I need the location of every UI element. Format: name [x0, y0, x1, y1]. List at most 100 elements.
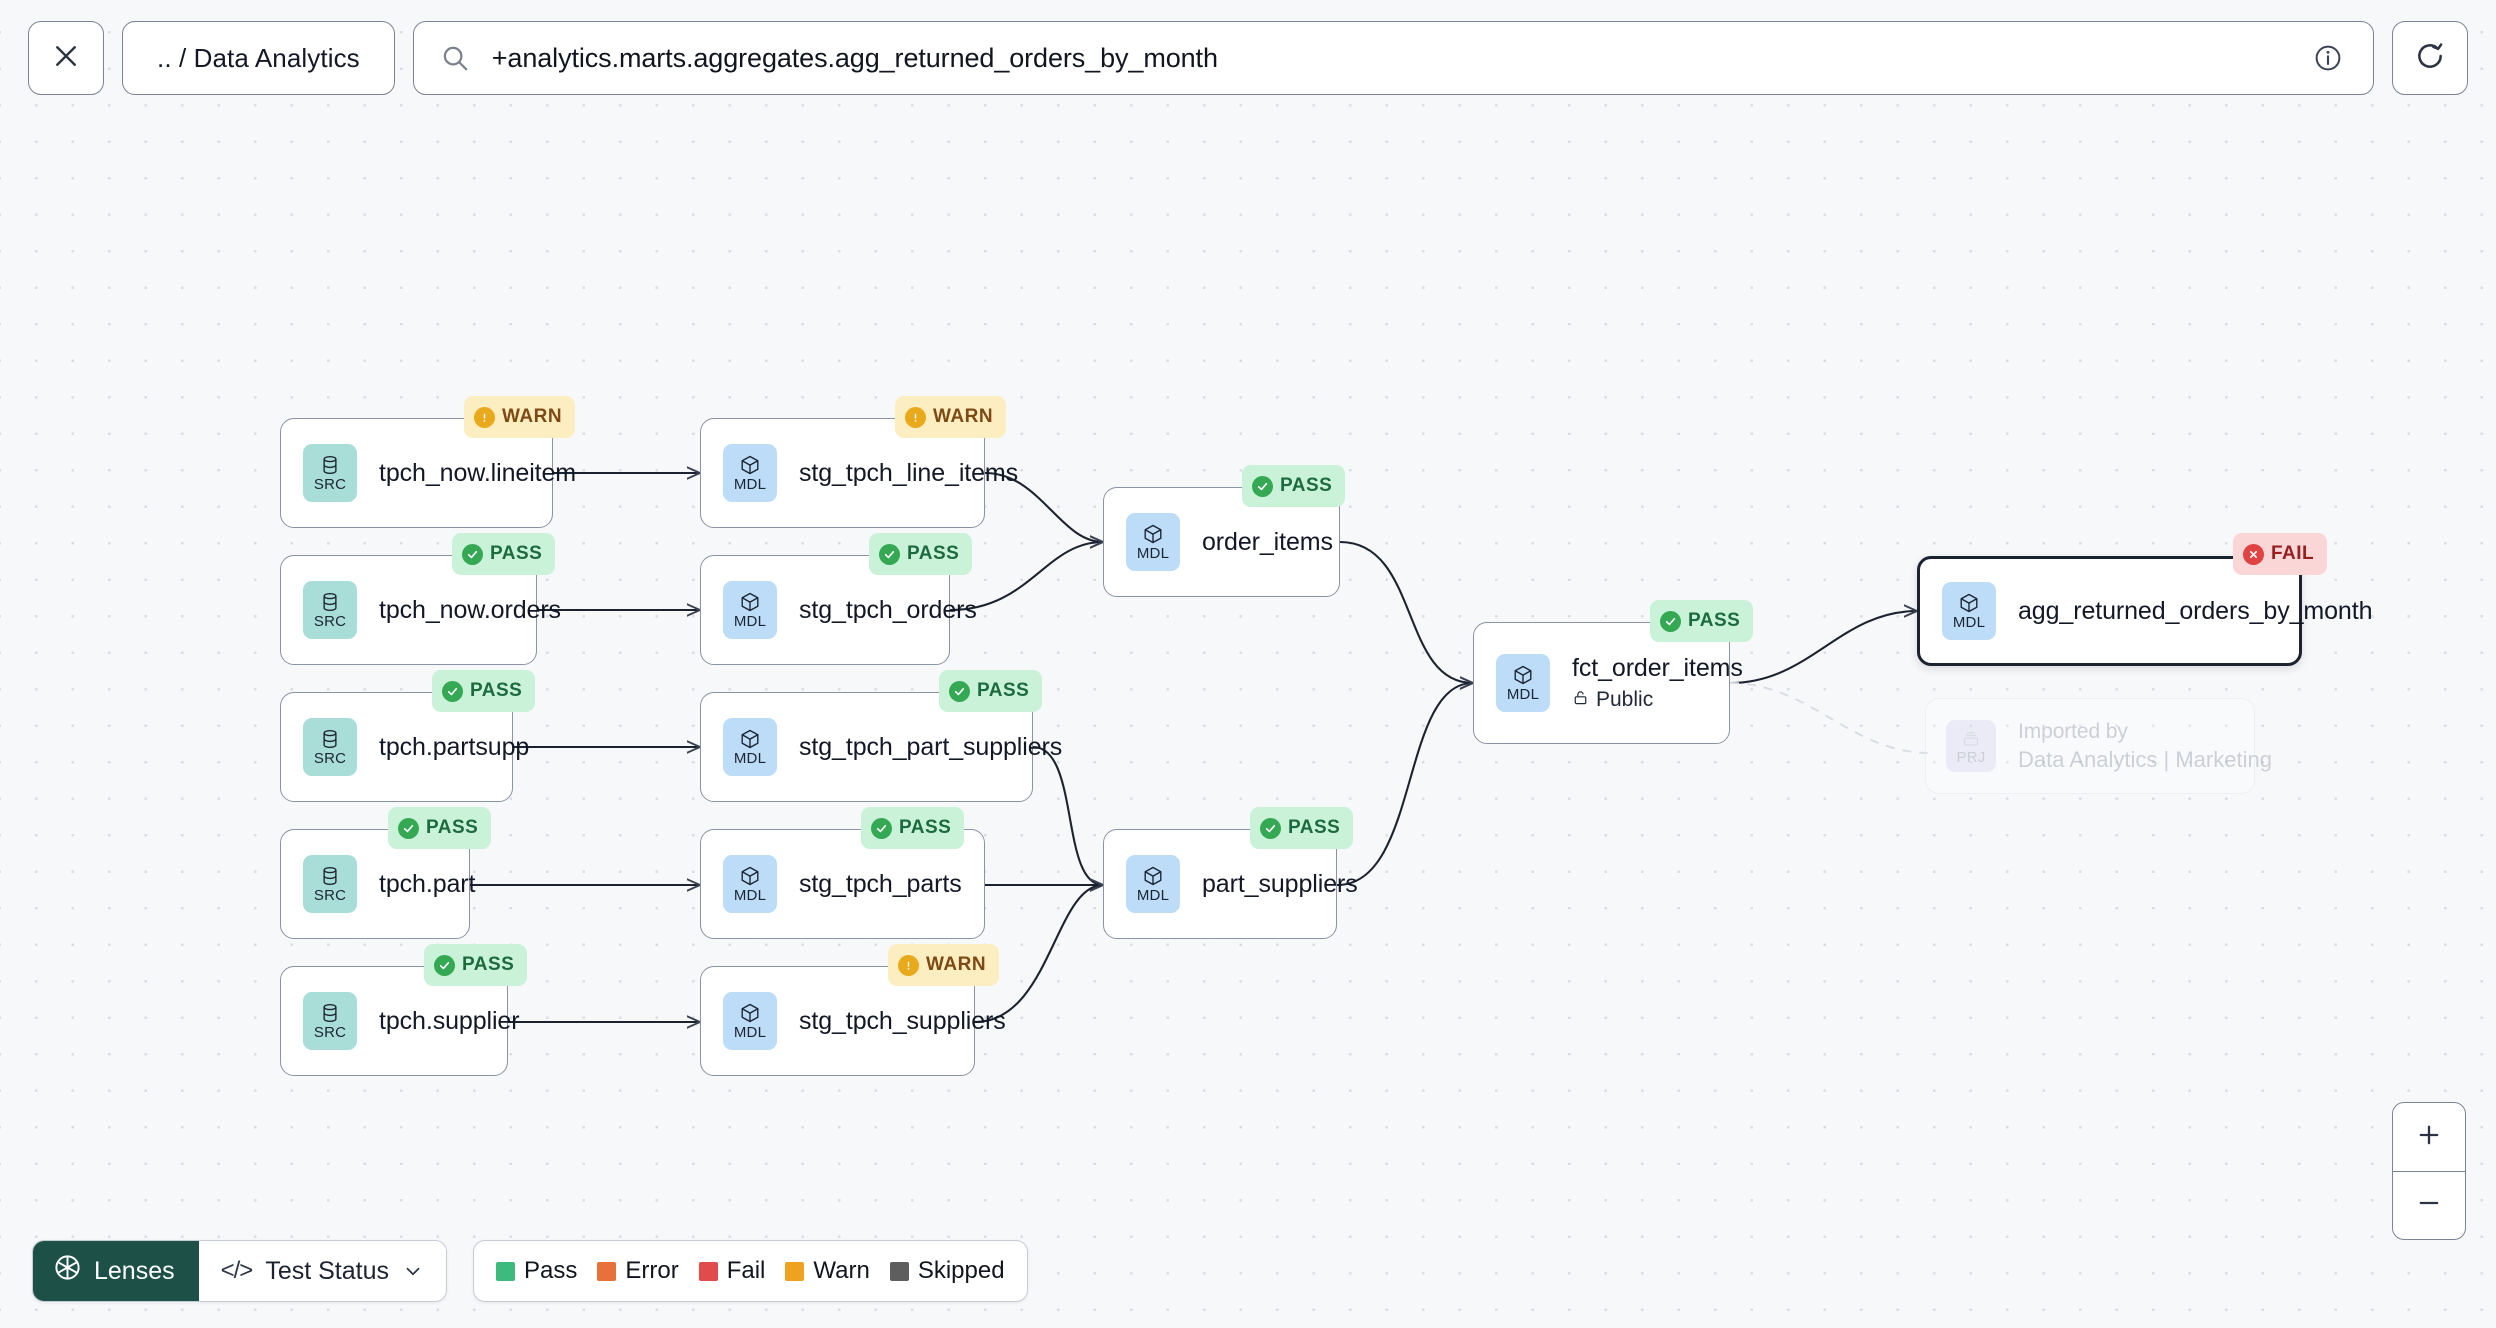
legend-swatch — [785, 1261, 805, 1281]
node-type-chip-src: SRC — [303, 992, 357, 1050]
pass-icon — [879, 543, 900, 565]
node-fct-order-items[interactable]: MDL fct_order_items Public — [1473, 622, 1743, 744]
node-type-chip-mdl: MDL — [1126, 855, 1180, 913]
node-type-label: SRC — [313, 476, 347, 493]
node-title: fct_order_items — [1572, 653, 1743, 682]
test-status-button[interactable]: </> Test Status — [198, 1241, 446, 1301]
search-bar[interactable]: +analytics.marts.aggregates.agg_returned… — [412, 21, 2374, 95]
close-icon — [51, 41, 81, 76]
status-badge-label: PASS — [470, 680, 523, 701]
node-type-chip-mdl: MDL — [1496, 654, 1550, 712]
minus-icon — [2415, 1189, 2443, 1222]
status-badge-pass: PASS — [1250, 807, 1354, 849]
status-badge-label: PASS — [462, 954, 515, 975]
status-badge-fail: FAIL — [2233, 533, 2328, 575]
status-badge-pass: PASS — [861, 807, 965, 849]
search-icon — [440, 43, 470, 73]
node-type-label: MDL — [1506, 686, 1540, 703]
node-subtitle-label: Public — [1596, 688, 1654, 711]
node-tpch-supplier[interactable]: SRC tpch.supplier — [280, 966, 520, 1076]
refresh-button[interactable] — [2392, 21, 2468, 95]
node-title: stg_tpch_orders — [799, 595, 977, 624]
lens-button-group: Lenses </> Test Status — [32, 1240, 447, 1302]
legend-swatch — [889, 1261, 909, 1281]
node-type-label: MDL — [733, 613, 767, 630]
plus-icon — [2415, 1121, 2443, 1154]
zoom-in-button[interactable] — [2393, 1103, 2465, 1171]
status-badge-pass: PASS — [432, 670, 536, 712]
chevron-down-icon — [402, 1260, 424, 1282]
legend-item-warn[interactable]: Warn — [785, 1257, 870, 1285]
node-type-chip-src: SRC — [303, 444, 357, 502]
node-type-chip-mdl: MDL — [1942, 582, 1996, 640]
status-legend: Pass Error Fail Warn Skipped — [473, 1240, 1028, 1302]
warn-icon — [905, 406, 926, 428]
status-badge-pass: PASS — [869, 533, 973, 575]
status-badge-warn: WARN — [464, 396, 576, 438]
legend-label: Skipped — [917, 1257, 1005, 1284]
lenses-button[interactable]: Lenses — [33, 1241, 199, 1301]
status-badge-label: PASS — [426, 817, 479, 838]
legend-swatch — [698, 1261, 718, 1281]
warn-icon — [474, 406, 495, 428]
node-title: Imported by — [2018, 719, 2128, 743]
legend-item-pass[interactable]: Pass — [496, 1257, 577, 1285]
zoom-controls — [2392, 1102, 2466, 1240]
top-toolbar: .. / Data Analytics +analytics.marts.agg… — [0, 0, 2496, 116]
node-type-chip-mdl: MDL — [723, 992, 777, 1050]
pass-icon — [434, 954, 455, 976]
status-badge-label: WARN — [926, 954, 987, 975]
node-title: tpch.part — [379, 869, 476, 898]
node-tpch-now-orders[interactable]: SRC tpch_now.orders — [280, 555, 561, 665]
breadcrumb-label: .. / Data Analytics — [157, 42, 360, 73]
legend-label: Fail — [726, 1257, 766, 1284]
legend-item-skipped[interactable]: Skipped — [889, 1257, 1005, 1285]
status-badge-label: PASS — [977, 680, 1030, 701]
bottom-toolbar: Lenses </> Test Status Pass Error Fai — [32, 1240, 1028, 1302]
node-type-chip-mdl: MDL — [723, 718, 777, 776]
zoom-out-button[interactable] — [2393, 1171, 2465, 1239]
node-type-label: MDL — [733, 476, 767, 493]
status-badge-pass: PASS — [1242, 465, 1346, 507]
status-badge-pass: PASS — [939, 670, 1043, 712]
node-title: tpch.supplier — [379, 1006, 520, 1035]
info-icon[interactable] — [2313, 43, 2343, 73]
status-badge-warn: WARN — [888, 944, 1000, 986]
node-type-label: MDL — [733, 887, 767, 904]
breadcrumb[interactable]: .. / Data Analytics — [122, 21, 395, 95]
node-title: tpch_now.lineitem — [379, 458, 577, 487]
unlock-icon — [1572, 688, 1589, 713]
node-title: stg_tpch_suppliers — [799, 1006, 1006, 1035]
legend-swatch — [496, 1261, 515, 1281]
node-part-suppliers[interactable]: MDL part_suppliers — [1103, 829, 1358, 939]
node-type-chip-mdl: MDL — [723, 444, 777, 502]
node-type-label: MDL — [1952, 614, 1986, 631]
node-type-label: SRC — [313, 887, 347, 904]
status-badge-label: PASS — [1688, 610, 1741, 631]
status-badge-pass: PASS — [1650, 600, 1754, 642]
status-badge-label: PASS — [490, 543, 543, 564]
close-button[interactable] — [28, 21, 104, 95]
node-tpch-partsupp[interactable]: SRC tpch.partsupp — [280, 692, 529, 802]
refresh-icon — [2414, 40, 2446, 77]
node-subtitle: Public — [1572, 688, 1743, 713]
node-type-label: SRC — [313, 1024, 347, 1041]
pass-icon — [949, 680, 970, 702]
legend-label: Error — [625, 1257, 679, 1284]
pass-icon — [1260, 817, 1281, 839]
legend-label: Pass — [524, 1257, 578, 1284]
legend-item-fail[interactable]: Fail — [698, 1257, 766, 1285]
pass-icon — [1660, 610, 1681, 632]
status-badge-pass: PASS — [388, 807, 492, 849]
status-badge-label: PASS — [907, 543, 960, 564]
node-imported-by[interactable]: PRJ Imported by Data Analytics | Marketi… — [1925, 698, 2272, 794]
search-input[interactable]: +analytics.marts.aggregates.agg_returned… — [491, 42, 1218, 73]
status-badge-pass: PASS — [424, 944, 528, 986]
pass-icon — [871, 817, 892, 839]
node-type-label: MDL — [1136, 545, 1170, 562]
aperture-icon — [53, 1253, 82, 1289]
node-type-label: SRC — [313, 750, 347, 767]
legend-item-error[interactable]: Error — [597, 1257, 679, 1285]
